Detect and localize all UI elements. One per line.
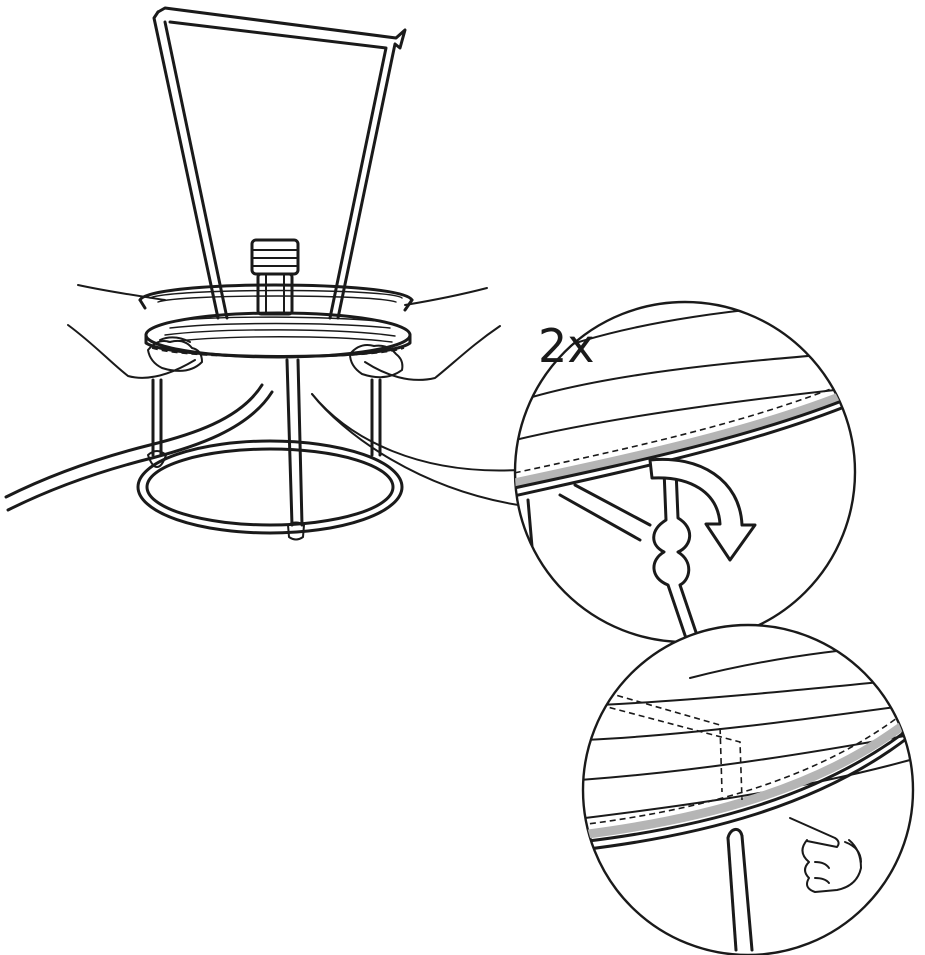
detail-circle-secured — [581, 623, 915, 955]
wire-harp — [152, 6, 407, 320]
base-ring — [136, 439, 404, 535]
base-legs — [147, 358, 382, 541]
right-hand — [349, 287, 501, 381]
upper-ring — [138, 283, 414, 312]
detail-callout-leader — [311, 393, 541, 509]
pointing-hand-icon — [789, 817, 862, 893]
bulb-socket — [250, 238, 300, 316]
shade-disc — [144, 311, 412, 359]
quantity-label: 2x — [538, 319, 595, 373]
lamp-assembly — [4, 6, 501, 541]
detail-circle-hook: 2x — [513, 300, 857, 644]
power-cord — [4, 383, 274, 512]
